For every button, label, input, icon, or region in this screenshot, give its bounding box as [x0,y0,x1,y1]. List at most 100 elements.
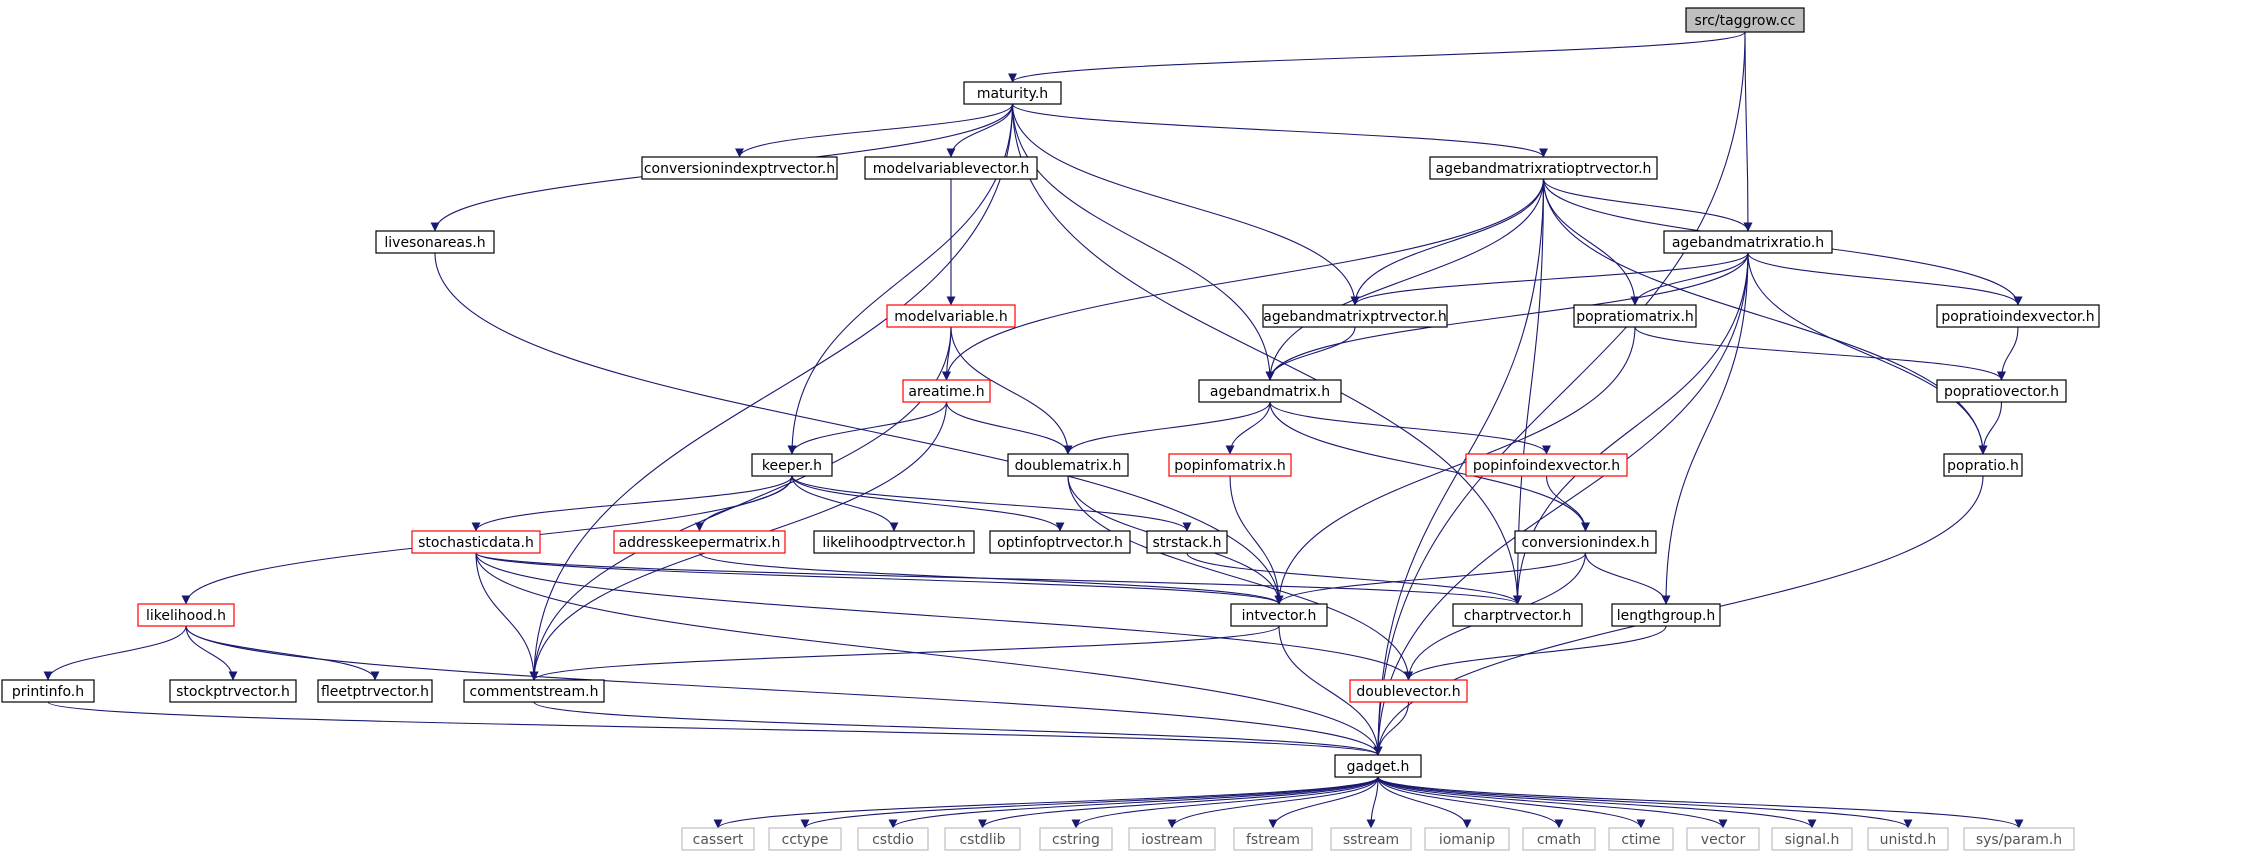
node-label: doublematrix.h [1015,458,1122,474]
node-fstream: fstream [1233,827,1313,851]
node-box [1429,156,1658,180]
node-label: gadget.h [1347,759,1410,775]
node-printinfo[interactable]: printinfo.h [1,679,95,703]
node-label: cstdlib [959,832,1005,848]
node-livesonareas[interactable]: livesonareas.h [375,230,495,254]
node-box [1611,603,1721,627]
edge-gadget-to-iostream [1167,776,1379,829]
node-label: popinfomatrix.h [1174,458,1286,474]
node-popratiovector[interactable]: popratiovector.h [1936,379,2067,403]
edge-agebandmatrixratioptrvector-to-areatime [942,178,1545,381]
node-label: optinfoptrvector.h [997,535,1123,551]
edge-gadget-to-ctime [1377,776,1646,829]
node-popratio[interactable]: popratio.h [1943,453,2023,477]
node-label: signal.h [1785,832,1840,848]
node-label: stochasticdata.h [418,535,534,551]
node-commentstream[interactable]: commentstream.h [463,679,605,703]
node-doublevector[interactable]: doublevector.h [1349,679,1468,703]
node-agebandmatrixratio[interactable]: agebandmatrixratio.h [1663,230,1833,254]
node-label: popratiovector.h [1944,384,2059,400]
node-box [1330,827,1412,851]
node-cstring: cstring [1039,827,1113,851]
node-areatime[interactable]: areatime.h [902,379,991,403]
node-box [1262,304,1448,328]
node-lengthgroup[interactable]: lengthgroup.h [1611,603,1721,627]
edge-doublevector-to-gadget [1373,701,1410,756]
edge-agebandmatrix-to-doublematrix [1063,401,1271,455]
edge-intvector-to-gadget [1278,625,1383,756]
node-box [1943,453,2023,477]
edge-popratioindexvector-to-popratiovector [1997,326,2019,381]
node-label: fstream [1246,832,1300,848]
node-stockptrvector[interactable]: stockptrvector.h [169,679,297,703]
node-label: cctype [782,832,829,848]
node-popinfomatrix[interactable]: popinfomatrix.h [1168,453,1292,477]
node-box [1334,754,1422,778]
edge-gadget-to-cmath [1377,776,1564,829]
node-likelihood[interactable]: likelihood.h [137,603,235,627]
node-label: agebandmatrixptrvector.h [1263,309,1447,325]
node-label: cassert [693,832,744,848]
node-box [813,530,975,554]
node-agebandmatrix[interactable]: agebandmatrix.h [1198,379,1342,403]
node-label: cstdio [872,832,914,848]
node-box [751,453,833,477]
node-agebandmatrixratioptrvector[interactable]: agebandmatrixratioptrvector.h [1429,156,1658,180]
node-box [963,81,1062,105]
node-box [857,827,929,851]
edge-keeper-to-optinfoptrvector [791,475,1065,532]
edge-taggrow-to-maturity [1008,31,1746,83]
node-conversionindex[interactable]: conversionindex.h [1514,530,1657,554]
node-box [1608,827,1674,851]
edge-agebandmatrixratioptrvector-to-gadget [1373,178,1545,756]
node-addresskeepermatrix[interactable]: addresskeepermatrix.h [613,530,786,554]
node-agebandmatrixptrvector[interactable]: agebandmatrixptrvector.h [1262,304,1448,328]
node-gadget[interactable]: gadget.h [1334,754,1422,778]
edge-addresskeepermatrix-to-intvector [698,552,1284,605]
node-label: popinfoindexvector.h [1473,458,1620,474]
node-modelvariable[interactable]: modelvariable.h [886,304,1016,328]
node-label: conversionindex.h [1521,535,1649,551]
node-fleetptrvector[interactable]: fleetptrvector.h [317,679,433,703]
edge-gadget-to-fstream [1268,776,1379,829]
node-charptrvector[interactable]: charptrvector.h [1452,603,1583,627]
edge-gadget-to-cstring [1071,776,1379,829]
edge-maturity-to-modelvariablevector [946,103,1014,158]
node-taggrow[interactable]: src/taggrow.cc [1685,7,1805,33]
node-label: src/taggrow.cc [1694,13,1795,29]
node-conversionindexptrvector[interactable]: conversionindexptrvector.h [641,156,838,180]
node-popratioindexvector[interactable]: popratioindexvector.h [1936,304,2100,328]
node-optinfoptrvector[interactable]: optinfoptrvector.h [989,530,1131,554]
node-signalh: signal.h [1771,827,1853,851]
node-box [1198,379,1342,403]
edge-keeper-to-likelihoodptrvector [791,475,899,532]
node-likelihoodptrvector[interactable]: likelihoodptrvector.h [813,530,975,554]
node-label: agebandmatrix.h [1210,384,1330,400]
edge-livesonareas-to-intvector [434,252,1284,605]
edge-conversionindex-to-intvector [1274,552,1587,605]
node-strstack[interactable]: strstack.h [1146,530,1228,554]
node-label: charptrvector.h [1464,608,1571,624]
node-box [989,530,1131,554]
edge-printinfo-to-gadget [47,701,1383,756]
edge-stochasticdata-to-commentstream [475,552,539,681]
node-stochasticdata[interactable]: stochasticdata.h [411,530,541,554]
edge-lengthgroup-to-doublevector [1404,625,1667,681]
node-popratiomatrix[interactable]: popratiomatrix.h [1573,304,1697,328]
node-box [1685,7,1805,33]
node-box [1686,827,1760,851]
node-box [613,530,786,554]
node-doublematrix[interactable]: doublematrix.h [1007,453,1129,477]
node-label: popratio.h [1947,458,2019,474]
node-popinfoindexvector[interactable]: popinfoindexvector.h [1465,453,1628,477]
edge-agebandmatrixratioptrvector-to-popratiomatrix [1542,178,1640,306]
node-label: doublevector.h [1356,684,1460,700]
node-maturity[interactable]: maturity.h [963,81,1062,105]
node-label: maturity.h [977,86,1048,102]
node-keeper[interactable]: keeper.h [751,453,833,477]
node-box [1128,827,1216,851]
node-modelvariablevector[interactable]: modelvariablevector.h [864,156,1038,180]
edge-agebandmatrixratio-to-agebandmatrix [1265,252,1749,381]
node-intvector[interactable]: intvector.h [1230,603,1328,627]
node-box [1039,827,1113,851]
